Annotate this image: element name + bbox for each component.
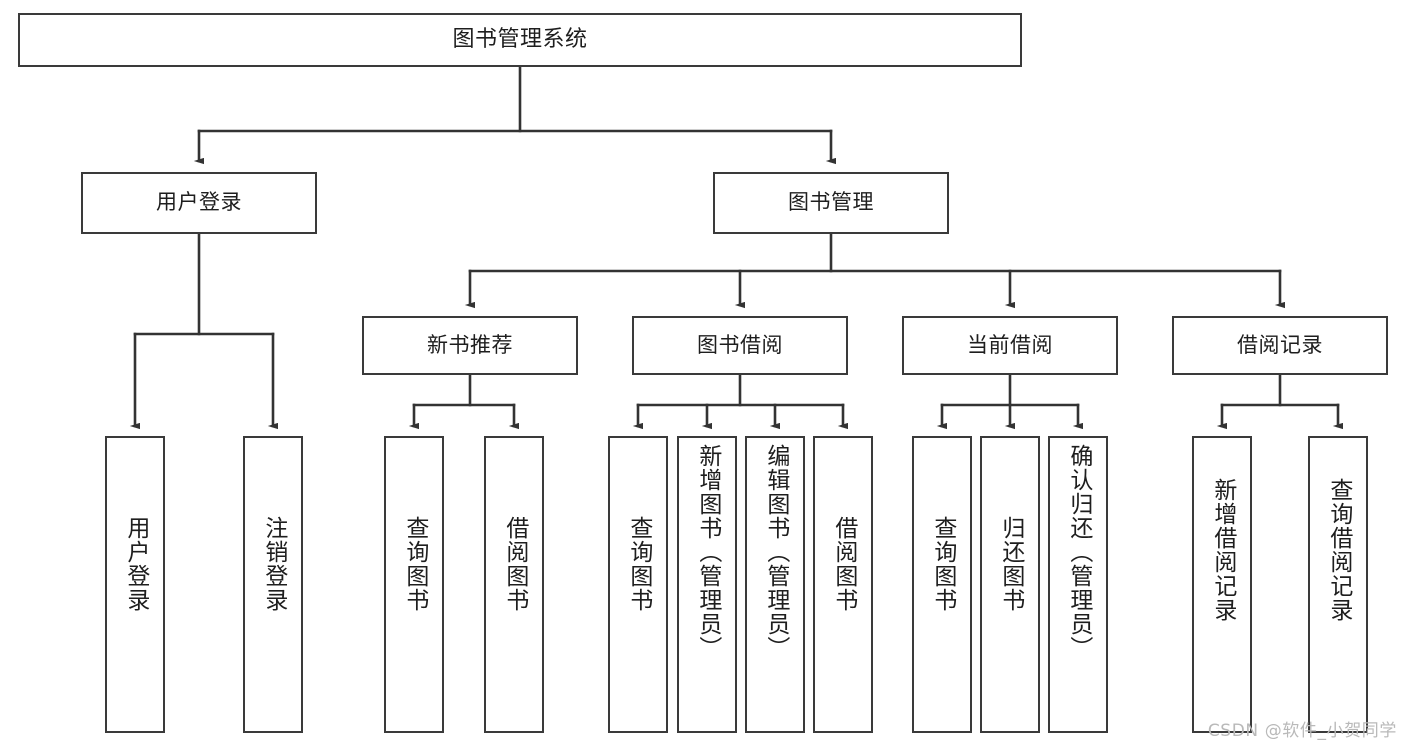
node-leaf-confirm-return-admin-label: 确认归还（管理员） — [1065, 444, 1092, 660]
node-root-book-management-system[interactable]: 图书管理系统 — [18, 13, 1022, 67]
node-leaf-query-borrow-record-label: 查询借阅记录 — [1325, 478, 1352, 622]
node-leaf-edit-book-admin-label: 编辑图书（管理员） — [762, 444, 789, 660]
node-leaf-query-book-borrowing[interactable]: 查询图书 — [608, 436, 668, 733]
node-leaf-user-login[interactable]: 用户登录 — [105, 436, 165, 733]
csdn-watermark: CSDN @软件_小贺同学 — [1207, 721, 1397, 741]
node-leaf-add-borrow-record-label: 新增借阅记录 — [1209, 478, 1236, 622]
node-borrowing-record[interactable]: 借阅记录 — [1172, 316, 1388, 375]
node-leaf-query-book-newbook-label: 查询图书 — [401, 516, 428, 612]
node-leaf-edit-book-admin[interactable]: 编辑图书（管理员） — [745, 436, 805, 733]
node-book-borrowing-label: 图书借阅 — [697, 332, 783, 357]
node-user-login-label: 用户登录 — [156, 190, 242, 215]
node-current-borrowing-label: 当前借阅 — [967, 332, 1053, 357]
node-root-label: 图书管理系统 — [452, 26, 588, 52]
node-leaf-borrow-book-borrowing-label: 借阅图书 — [830, 516, 857, 612]
node-new-book-recommendation-label: 新书推荐 — [427, 332, 513, 357]
node-leaf-query-book-newbook[interactable]: 查询图书 — [384, 436, 444, 733]
node-leaf-logout-label: 注销登录 — [260, 516, 287, 612]
node-leaf-borrow-book-newbook-label: 借阅图书 — [501, 516, 528, 612]
node-leaf-logout[interactable]: 注销登录 — [243, 436, 303, 733]
node-leaf-confirm-return-admin[interactable]: 确认归还（管理员） — [1048, 436, 1108, 733]
node-leaf-add-book-admin-label: 新增图书（管理员） — [694, 444, 721, 660]
node-leaf-add-borrow-record[interactable]: 新增借阅记录 — [1192, 436, 1252, 733]
node-new-book-recommendation[interactable]: 新书推荐 — [362, 316, 578, 375]
node-leaf-query-borrow-record[interactable]: 查询借阅记录 — [1308, 436, 1368, 733]
node-book-management[interactable]: 图书管理 — [713, 172, 949, 234]
node-leaf-query-book-current[interactable]: 查询图书 — [912, 436, 972, 733]
node-borrowing-record-label: 借阅记录 — [1237, 332, 1323, 357]
node-leaf-query-book-borrowing-label: 查询图书 — [625, 516, 652, 612]
node-leaf-query-book-current-label: 查询图书 — [929, 516, 956, 612]
node-user-login[interactable]: 用户登录 — [81, 172, 317, 234]
node-leaf-borrow-book-newbook[interactable]: 借阅图书 — [484, 436, 544, 733]
node-book-management-label: 图书管理 — [788, 190, 874, 215]
node-current-borrowing[interactable]: 当前借阅 — [902, 316, 1118, 375]
node-leaf-return-book-label: 归还图书 — [997, 516, 1024, 612]
node-leaf-add-book-admin[interactable]: 新增图书（管理员） — [677, 436, 737, 733]
node-leaf-return-book[interactable]: 归还图书 — [980, 436, 1040, 733]
node-book-borrowing[interactable]: 图书借阅 — [632, 316, 848, 375]
node-leaf-borrow-book-borrowing[interactable]: 借阅图书 — [813, 436, 873, 733]
node-leaf-user-login-label: 用户登录 — [122, 516, 149, 612]
